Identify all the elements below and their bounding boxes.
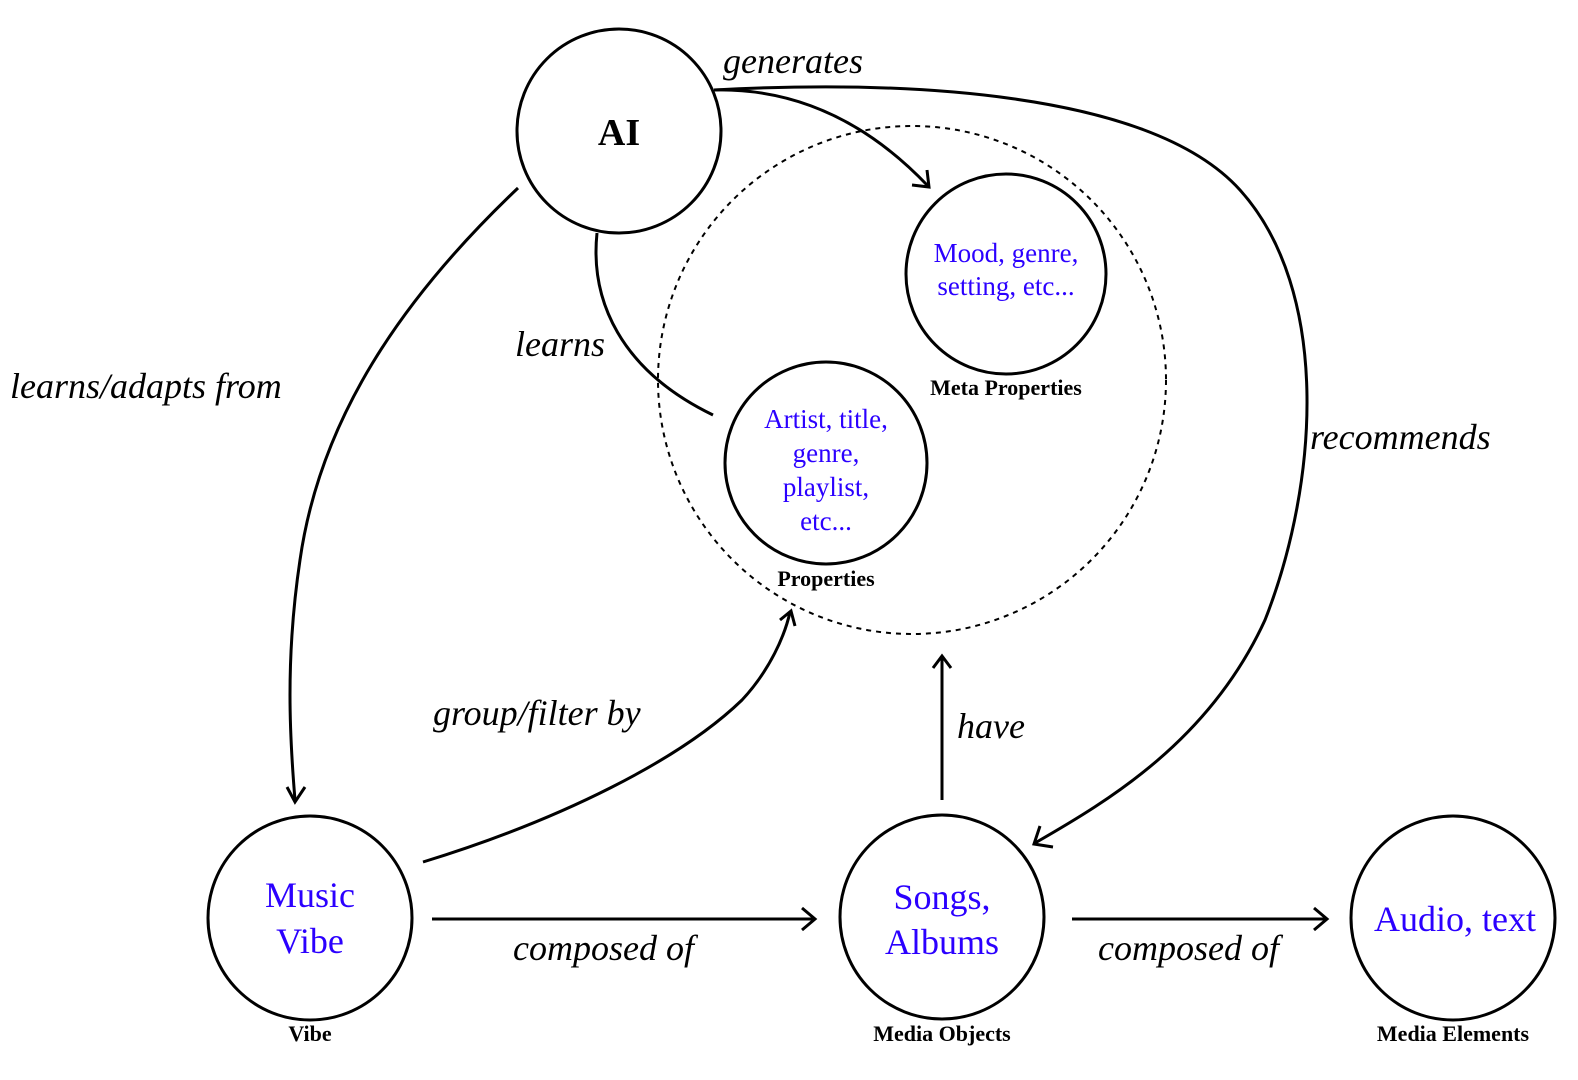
arrowhead-generates [911, 169, 931, 189]
node-properties-line-2: genre, [793, 438, 860, 468]
node-ai-circle [515, 27, 723, 235]
properties-group-boundary [657, 125, 1167, 635]
edge-recommends [713, 85, 1309, 845]
edge-label-composed-of-2: composed of [1098, 928, 1284, 968]
node-properties-line-1: Artist, title, [764, 404, 888, 434]
arrowhead-recommends [1032, 825, 1054, 849]
node-media-elements-circle [1349, 814, 1557, 1022]
node-vibe-caption: Vibe [288, 1021, 331, 1046]
edge-label-have: have [957, 706, 1025, 746]
node-vibe-circle [206, 814, 414, 1022]
node-meta-properties-line-1: Mood, genre, [934, 238, 1079, 268]
node-meta-properties-line-2: setting, etc... [937, 271, 1074, 301]
node-media-objects-line-2: Albums [885, 922, 999, 962]
node-meta-properties: Mood, genre, setting, etc... Meta Proper… [904, 172, 1108, 400]
node-media-objects-caption: Media Objects [873, 1021, 1011, 1046]
node-properties-circle [723, 360, 929, 566]
edge-generates [713, 88, 930, 188]
edge-learns-adapts-from [288, 186, 520, 801]
node-media-objects: Songs, Albums Media Objects [838, 813, 1046, 1046]
node-ai-label: AI [598, 112, 640, 154]
edge-label-recommends: recommends [1310, 417, 1491, 457]
node-properties: Artist, title, genre, playlist, etc... P… [723, 360, 929, 591]
arrowhead-composed-of-1 [801, 906, 818, 932]
node-vibe-line-1: Music [265, 875, 355, 915]
node-media-objects-line-1: Songs, [893, 877, 990, 917]
node-media-elements-caption: Media Elements [1377, 1021, 1530, 1046]
node-properties-line-3: playlist, [783, 472, 869, 502]
node-vibe: Music Vibe Vibe [206, 814, 414, 1046]
node-media-elements: Audio, text Media Elements [1349, 814, 1557, 1046]
node-media-elements-line-1: Audio, text [1374, 899, 1536, 939]
edge-group-filter-by [422, 611, 792, 864]
arrowhead-have [931, 653, 953, 669]
edge-label-learns: learns [515, 324, 605, 364]
edge-label-learns-adapts-from: learns/adapts from [10, 366, 282, 406]
node-properties-line-4: etc... [800, 506, 852, 536]
node-meta-properties-circle [904, 172, 1108, 376]
edge-label-generates: generates [723, 41, 863, 81]
edge-learns [594, 232, 714, 417]
node-media-objects-circle [838, 813, 1046, 1021]
node-vibe-line-2: Vibe [276, 921, 344, 961]
edge-label-composed-of-1: composed of [513, 928, 699, 968]
node-ai: AI [515, 27, 723, 235]
arrowhead-group-filter-by [779, 608, 797, 627]
edge-label-group-filter-by: group/filter by [433, 693, 641, 733]
node-properties-caption: Properties [777, 566, 875, 591]
node-meta-properties-caption: Meta Properties [930, 375, 1082, 400]
arrowhead-composed-of-2 [1313, 906, 1330, 932]
arrowhead-learns-adapts-from [285, 786, 307, 805]
